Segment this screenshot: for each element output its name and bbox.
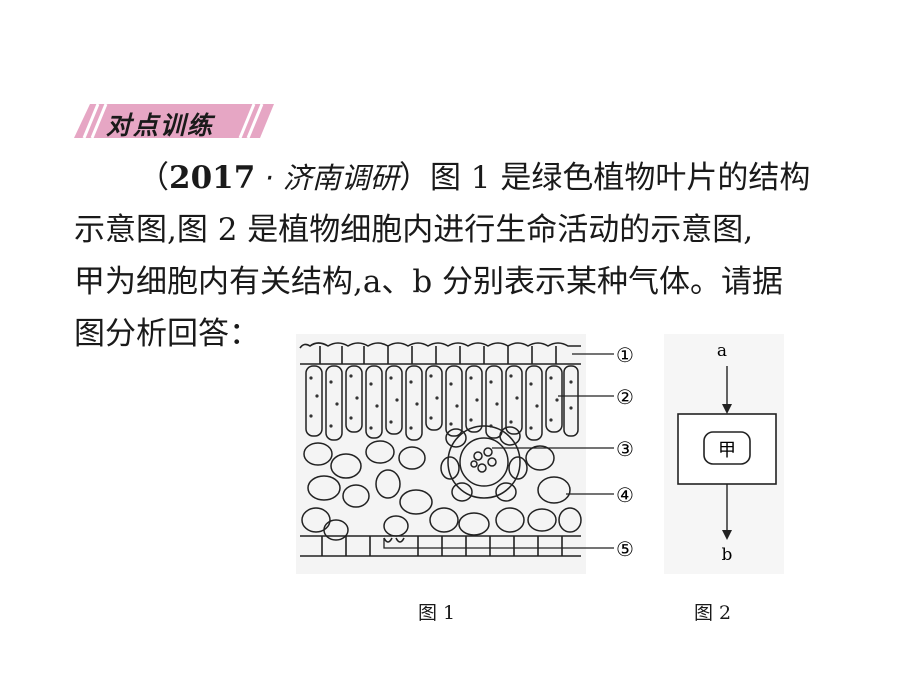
section-tag: 对点训练 (74, 104, 274, 140)
label-4: ④ (616, 483, 634, 507)
paren-open: （ (138, 160, 169, 196)
cell-box (677, 413, 777, 485)
gas-b-label: b (722, 545, 733, 565)
cell-activity-schematic: a 甲 b (664, 334, 784, 574)
tag-background (74, 104, 274, 138)
chloroplast-dots (309, 374, 573, 430)
upper-epidermis (299, 342, 581, 365)
gas-a-label: a (717, 341, 727, 361)
arrow-b-head (722, 530, 732, 540)
question-line-1-text: 图 1 是绿色植物叶片的结构 (429, 160, 811, 196)
paren-close: ） (398, 160, 430, 196)
palisade-tissue (305, 365, 579, 441)
label-5: ⑤ (616, 537, 634, 561)
arrow-a-head (722, 404, 732, 414)
structure-jia-label: 甲 (718, 440, 736, 461)
label-pointer-lines (383, 353, 614, 549)
label-3: ③ (616, 437, 634, 461)
structure-jia-box (703, 431, 751, 465)
question-line-3: 甲为细胞内有关结构,a、b 分别表示某种气体。请据 (74, 264, 784, 300)
question-year: 2017 (169, 160, 256, 196)
lower-epidermis (300, 535, 581, 557)
question-line-1: （2017 · 济南调研）图 1 是绿色植物叶片的结构 (74, 152, 874, 204)
question-line-2: 示意图,图 2 是植物细胞内进行生命活动的示意图, (74, 212, 754, 248)
question-source: · 济南调研 (255, 161, 399, 195)
tag-label: 对点训练 (106, 111, 215, 140)
question-text: （2017 · 济南调研）图 1 是绿色植物叶片的结构 示意图,图 2 是植物细… (74, 152, 874, 360)
figure1-caption: 图 1 (418, 602, 456, 624)
leaf-cross-section-figure: ① ② ③ ④ ⑤ (296, 334, 634, 574)
label-2: ② (616, 385, 634, 409)
leaf-vein (440, 425, 528, 502)
spongy-tissue (301, 440, 582, 541)
figure2-caption: 图 2 (694, 602, 732, 624)
label-1: ① (616, 343, 634, 367)
question-line-4: 图分析回答： (74, 316, 260, 352)
